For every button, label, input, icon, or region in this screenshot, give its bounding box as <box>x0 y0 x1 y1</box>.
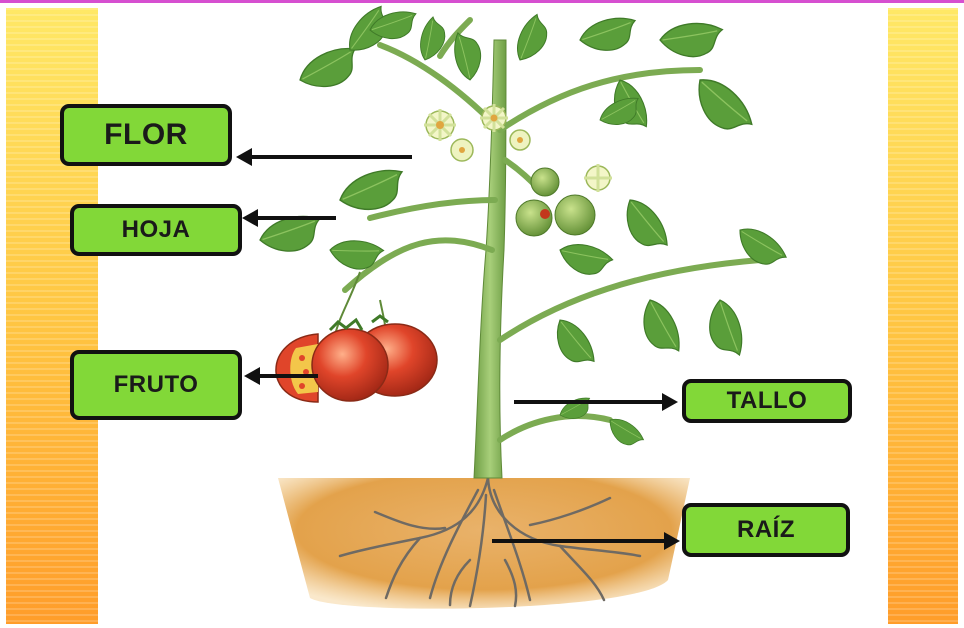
arrow-flor <box>236 148 412 166</box>
label-raiz-text: RAÍZ <box>737 516 795 544</box>
label-fruto: FRUTO <box>70 350 242 420</box>
label-hoja: HOJA <box>70 204 242 256</box>
label-fruto-text: FRUTO <box>114 371 199 399</box>
label-tallo: TALLO <box>682 379 852 423</box>
label-flor: FLOR <box>60 104 232 166</box>
ripe-tomatoes <box>276 316 437 402</box>
label-hoja-text: HOJA <box>122 216 191 244</box>
label-flor-text: FLOR <box>104 118 188 152</box>
label-tallo-text: TALLO <box>727 387 808 415</box>
arrow-tallo <box>514 393 678 411</box>
label-raiz: RAÍZ <box>682 503 850 557</box>
soil-area <box>278 478 690 609</box>
